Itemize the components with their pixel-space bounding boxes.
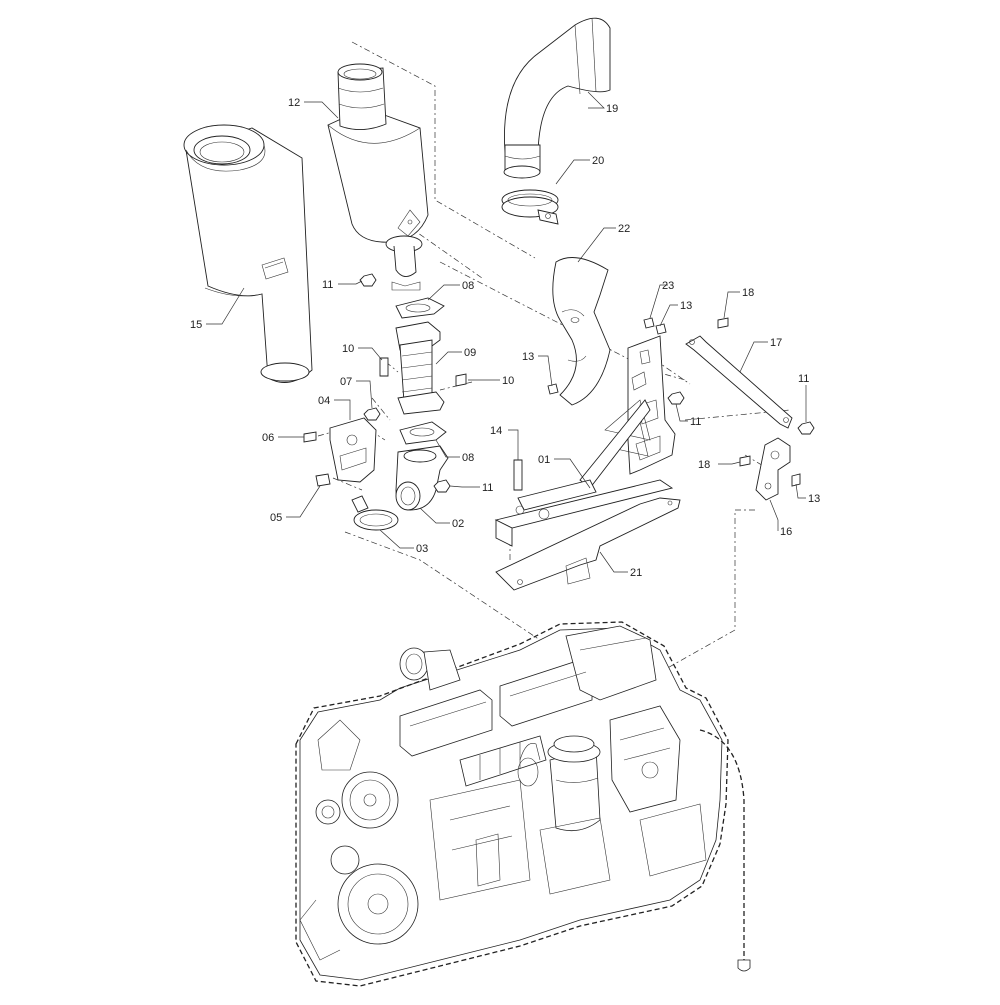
- leader-lines: [206, 91, 807, 573]
- callout-19: 19: [606, 103, 618, 115]
- callout-11-a: 11: [322, 279, 333, 291]
- muffler-large: [183, 124, 313, 383]
- heat-shield-04: [329, 417, 377, 483]
- bracket-16: [755, 437, 791, 501]
- callout-11-b: 11: [482, 482, 493, 494]
- callout-14: 14: [490, 425, 502, 437]
- callout-10-a: 10: [342, 343, 354, 355]
- flex-pipe-09: [395, 321, 445, 415]
- callout-13-a: 13: [522, 351, 534, 363]
- engine-assembly: [295, 621, 751, 987]
- callout-18-b: 18: [698, 459, 710, 471]
- muffler-with-outlet: [327, 63, 429, 291]
- callout-03: 03: [416, 543, 428, 555]
- callout-08-b: 08: [462, 452, 474, 464]
- callout-01: 01: [538, 454, 550, 466]
- callout-10-b: 10: [502, 375, 514, 387]
- callout-23: 23: [662, 280, 674, 292]
- callout-05: 05: [270, 512, 282, 524]
- callout-18-a: 18: [742, 287, 754, 299]
- callout-13-c: 13: [808, 493, 820, 505]
- callout-20: 20: [592, 155, 604, 167]
- callout-13-b: 13: [680, 300, 692, 312]
- gasket-08-upper: [395, 297, 445, 319]
- callout-07: 07: [340, 376, 352, 388]
- callout-02: 02: [452, 518, 464, 530]
- callout-04: 04: [318, 395, 330, 407]
- callout-11-c: 11: [690, 416, 701, 428]
- heat-shield-22: [552, 257, 611, 406]
- callout-17: 17: [770, 337, 782, 349]
- fasteners: [303, 273, 815, 493]
- callout-06: 06: [262, 432, 274, 444]
- vband-clamp-03: [351, 495, 399, 531]
- callout-16: 16: [780, 526, 792, 538]
- callout-15: 15: [190, 319, 202, 331]
- callout-labels: 12 15 19 20 22 11 08 10 09 10 07 04 06 0…: [190, 97, 820, 579]
- band-clamp-20: [501, 189, 559, 225]
- guard-plate-21: [495, 497, 681, 591]
- callout-11-d: 11: [798, 373, 809, 385]
- callout-12: 12: [288, 97, 300, 109]
- callout-22: 22: [618, 223, 630, 235]
- support-bracket-01: [494, 335, 676, 547]
- gasket-08-lower: [399, 421, 447, 445]
- callout-09: 09: [464, 347, 476, 359]
- tie-rod-17: [685, 335, 793, 429]
- elbow-pipe: [503, 17, 611, 179]
- callout-08-a: 08: [462, 280, 474, 292]
- exhaust-elbow-02: [395, 445, 449, 511]
- callout-21: 21: [630, 567, 642, 579]
